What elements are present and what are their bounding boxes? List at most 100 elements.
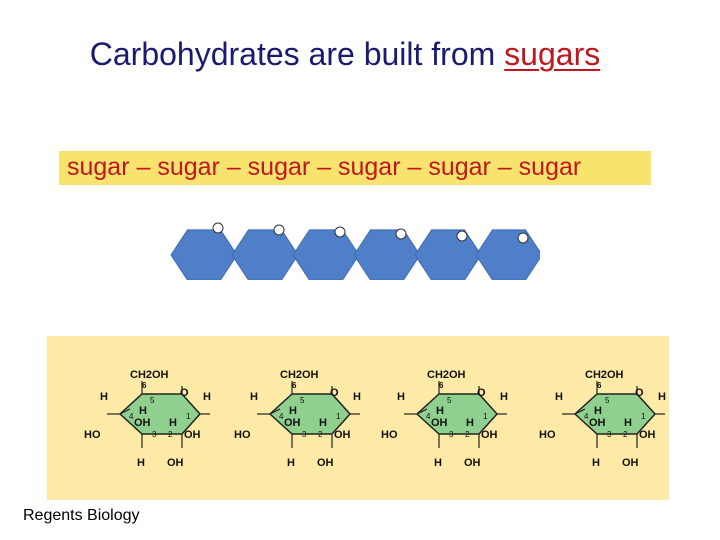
atom-label: 6	[142, 381, 147, 390]
atom-label: H	[594, 405, 602, 417]
atom-label: 6	[292, 381, 297, 390]
atom-label: H	[319, 417, 327, 429]
banner-text: sugar – sugar – sugar – sugar – sugar – …	[67, 153, 582, 181]
atom-label: HO	[381, 429, 398, 441]
atom-label: 4	[129, 412, 134, 421]
oxygen-atom	[395, 228, 407, 240]
atom-label: H	[169, 417, 177, 429]
bond-line	[416, 408, 428, 415]
atom-label: OH	[481, 429, 498, 441]
sugar-hexagon	[353, 229, 421, 280]
atom-label: H	[100, 391, 108, 403]
atom-label: O	[330, 387, 339, 399]
sugar-chain-diagram	[170, 222, 540, 280]
sugar-hexagon	[414, 229, 482, 280]
atom-label: H	[658, 391, 666, 403]
atom-label: H	[555, 391, 563, 403]
atom-label: OH	[431, 417, 448, 429]
sugar-hexagon	[170, 229, 238, 280]
atom-label: 5	[605, 396, 610, 405]
atom-label: 6	[597, 381, 602, 390]
atom-label: HO	[84, 429, 101, 441]
atom-label: 3	[607, 430, 612, 439]
atom-label: 5	[447, 396, 452, 405]
atom-label: H	[353, 391, 361, 403]
atom-label: H	[436, 405, 444, 417]
atom-label: OH	[464, 457, 481, 469]
atom-label: O	[477, 387, 486, 399]
atom-label: OH	[184, 429, 201, 441]
atom-label: OH	[589, 417, 606, 429]
atom-label: 3	[152, 430, 157, 439]
atom-label: OH	[334, 429, 351, 441]
atom-label: HO	[539, 429, 556, 441]
atom-label: CH2OH	[427, 369, 466, 381]
sugar-hexagon	[292, 229, 360, 280]
bond-line	[574, 408, 586, 415]
atom-label: 6	[439, 381, 444, 390]
atom-label: 1	[186, 412, 191, 421]
page-title: Carbohydrates are built from sugars	[0, 36, 690, 73]
atom-label: CH2OH	[585, 369, 624, 381]
oxygen-atom	[517, 232, 529, 244]
atom-label: OH	[622, 457, 639, 469]
atom-label: 2	[623, 430, 628, 439]
sugar-hexagon	[475, 229, 540, 280]
atom-label: OH	[317, 457, 334, 469]
atom-label: 4	[426, 412, 431, 421]
atom-label: OH	[167, 457, 184, 469]
atom-label: H	[287, 457, 295, 469]
footer-label: Regents Biology	[23, 507, 140, 524]
bond-line	[269, 408, 281, 415]
atom-label: H	[139, 405, 147, 417]
atom-label: 1	[336, 412, 341, 421]
atom-label: H	[624, 417, 632, 429]
atom-label: 1	[483, 412, 488, 421]
oxygen-atom	[273, 224, 285, 236]
atom-label: 3	[449, 430, 454, 439]
atom-label: 3	[302, 430, 307, 439]
title-main: Carbohydrates are built from	[89, 36, 496, 72]
atom-label: 2	[465, 430, 470, 439]
atom-label: 2	[318, 430, 323, 439]
atom-label: OH	[134, 417, 151, 429]
atom-label: H	[289, 405, 297, 417]
sugar-chain-banner: sugar – sugar – sugar – sugar – sugar – …	[59, 151, 651, 185]
atom-label: O	[180, 387, 189, 399]
atom-label: H	[592, 457, 600, 469]
atom-label: HO	[234, 429, 251, 441]
oxygen-atom	[334, 226, 346, 238]
atom-label: 5	[300, 396, 305, 405]
atom-label: H	[137, 457, 145, 469]
atom-label: 5	[150, 396, 155, 405]
atom-label: H	[250, 391, 258, 403]
bond-line	[119, 408, 131, 415]
atom-label: CH2OH	[280, 369, 319, 381]
atom-label: H	[397, 391, 405, 403]
atom-label: OH	[639, 429, 656, 441]
title-accent: sugars	[504, 36, 601, 72]
sugar-hexagon	[231, 229, 299, 280]
atom-label: H	[203, 391, 211, 403]
atom-label: 1	[641, 412, 646, 421]
atom-label: H	[500, 391, 508, 403]
oxygen-atom	[212, 222, 224, 234]
atom-label: OH	[284, 417, 301, 429]
atom-label: 2	[168, 430, 173, 439]
atom-label: O	[635, 387, 644, 399]
atom-label: CH2OH	[130, 369, 169, 381]
atom-label: H	[466, 417, 474, 429]
atom-label: 4	[279, 412, 284, 421]
atom-label: H	[434, 457, 442, 469]
oxygen-atom	[456, 230, 468, 242]
atom-label: 4	[584, 412, 589, 421]
